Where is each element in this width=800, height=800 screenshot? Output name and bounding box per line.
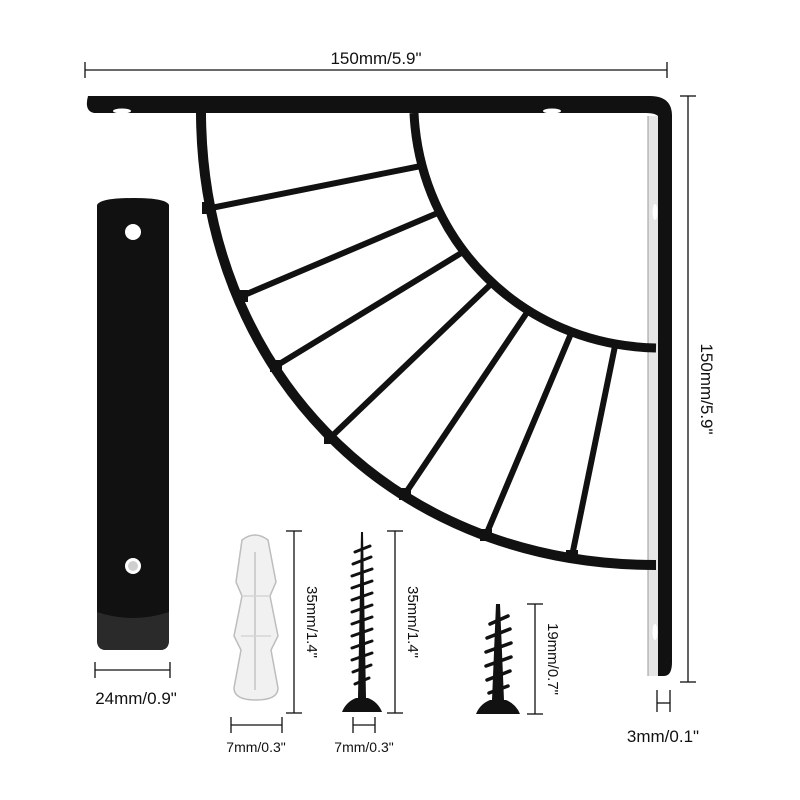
long-screw-head xyxy=(342,698,382,712)
long-screw-shank xyxy=(358,532,366,698)
bracket-edge-highlight xyxy=(648,116,658,676)
spoke xyxy=(239,209,443,299)
mount-hole-top-left xyxy=(113,108,131,114)
spoke xyxy=(208,163,424,211)
bracket-inner-arc xyxy=(409,112,657,353)
bracket-top-arm xyxy=(86,96,673,116)
shelf-bracket xyxy=(86,96,673,676)
dimension-lines xyxy=(84,62,696,733)
plate-body xyxy=(97,198,169,650)
mount-hole-side-upper xyxy=(652,204,658,220)
long-screw-diameter-label: 7mm/0.3" xyxy=(334,739,393,755)
arc-joints xyxy=(202,202,578,562)
long-screw-threads xyxy=(350,544,374,686)
short-screw-length-label: 19mm/0.7" xyxy=(544,623,561,695)
bracket-outer-arc xyxy=(196,112,657,570)
short-screw-head xyxy=(476,700,520,714)
anchor-diameter-label: 7mm/0.3" xyxy=(226,739,285,755)
short-screw xyxy=(476,604,520,714)
plate-hole-top xyxy=(125,224,141,240)
plate-bend-shadow xyxy=(97,612,169,650)
mount-hole-top-right xyxy=(543,108,561,114)
bracket-width-label: 150mm/5.9" xyxy=(330,49,421,68)
mounting-plate xyxy=(97,198,169,650)
spoke xyxy=(483,333,573,538)
long-screw-length-label: 35mm/1.4" xyxy=(404,586,421,658)
spoke xyxy=(569,343,618,559)
spoke xyxy=(327,282,493,441)
plate-width-label: 24mm/0.9" xyxy=(95,689,177,708)
thickness-label: 3mm/0.1" xyxy=(627,727,699,746)
spoke xyxy=(402,311,529,497)
plate-hole-bottom-rim xyxy=(128,561,138,571)
spoke xyxy=(273,249,466,369)
anchor-length-label: 35mm/1.4" xyxy=(303,586,320,658)
long-screw xyxy=(342,532,382,712)
mount-hole-side-lower xyxy=(652,624,658,640)
bracket-height-label: 150mm/5.9" xyxy=(697,343,716,434)
bracket-spokes xyxy=(208,163,618,559)
short-screw-threads xyxy=(484,614,513,695)
bracket-vertical-arm xyxy=(658,116,672,676)
wall-anchor xyxy=(233,534,279,701)
